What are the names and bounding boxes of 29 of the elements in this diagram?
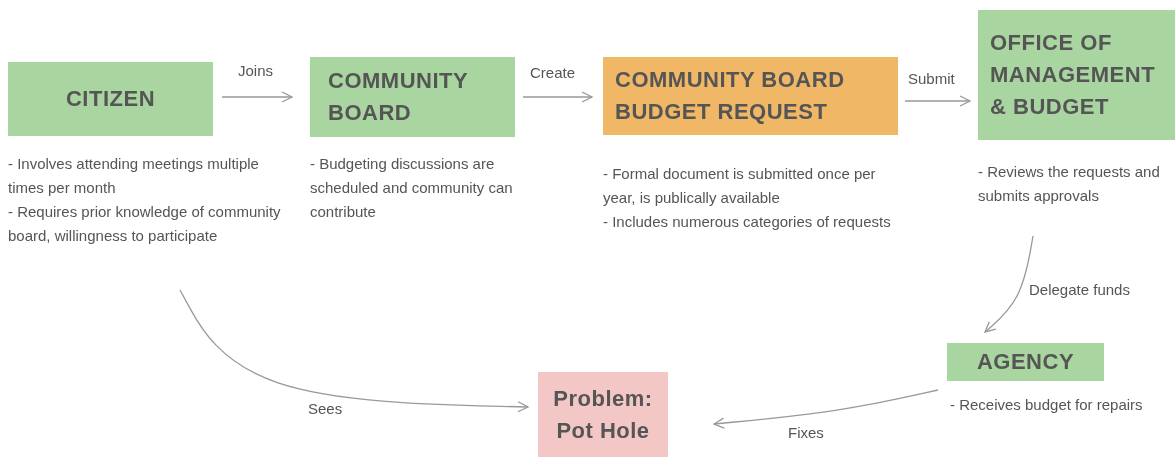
process-box: [8, 62, 213, 136]
box-title: AGENCY: [976, 348, 1075, 377]
note-text: - Involves attending meetings multiple times per month: [8, 154, 260, 198]
arrow: [904, 95, 971, 107]
box-title: Problem: Pot Hole: [552, 384, 654, 445]
arrow: [984, 235, 1034, 333]
note-text: - Includes numerous categories of requests: [603, 212, 892, 232]
arrow: [713, 389, 939, 429]
box-title: CITIZEN: [65, 85, 156, 114]
arrow: [522, 91, 593, 103]
edge-label: Submit: [906, 70, 957, 87]
note-text: - Budgeting discussions are scheduled and community can contribute: [310, 154, 514, 222]
box-title: OFFICE OF MANAGEMENT & BUDGET: [990, 29, 1157, 121]
edge-label: Delegate funds: [1027, 281, 1132, 298]
process-box: [603, 57, 898, 135]
process-box: [310, 57, 515, 137]
note-text: - Receives budget for repairs: [950, 395, 1144, 415]
arrow: [221, 91, 293, 103]
note-text: - Requires prior knowledge of community board, willingness to participate: [8, 202, 282, 246]
note-text: - Reviews the requests and submits approvals: [978, 162, 1161, 206]
arrow: [179, 289, 529, 413]
process-box: [947, 343, 1104, 381]
note-text: - Formal document is submitted once per year, is publically available: [603, 164, 877, 208]
process-box: [978, 10, 1175, 140]
edge-label: Fixes: [786, 424, 826, 441]
box-title: COMMUNITY BOARD: [328, 67, 469, 127]
edge-label: Joins: [236, 62, 276, 79]
process-box: [538, 372, 668, 457]
box-title: COMMUNITY BOARD BUDGET REQUEST: [615, 66, 846, 126]
